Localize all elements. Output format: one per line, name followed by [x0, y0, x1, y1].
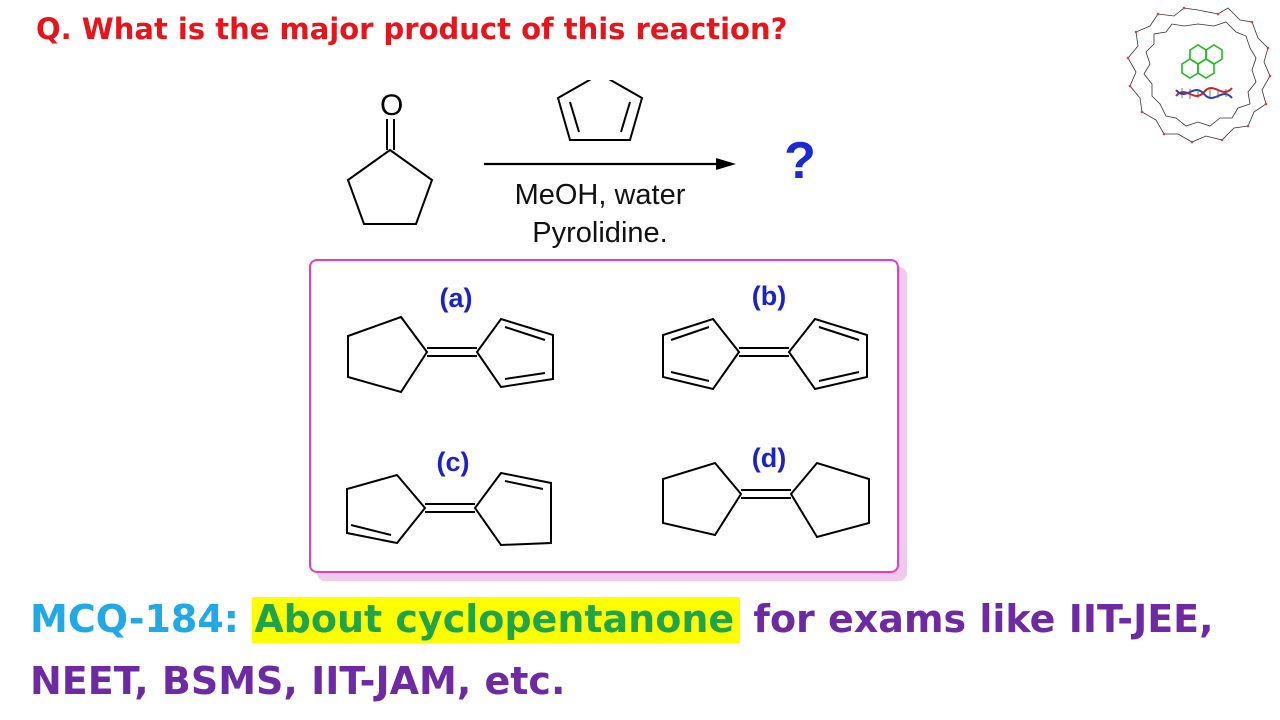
- reaction-scheme: O MeOH, water Pyrolidine. ?: [346, 80, 816, 249]
- video-caption: MCQ-184: About cyclopentanone for exams …: [30, 588, 1260, 712]
- caption-exams-part: for exams like IIT-JEE,: [753, 597, 1214, 641]
- cyclopentadiene-reagent: [556, 80, 644, 141]
- option-a[interactable]: (a): [347, 283, 554, 394]
- question-title: Q. What is the major product of this rea…: [36, 12, 788, 46]
- reaction-condition-solvent: MeOH, water: [515, 179, 686, 211]
- reaction-arrow: [484, 158, 736, 170]
- answer-options-box: (a) (b) (c): [309, 259, 899, 573]
- reaction-condition-catalyst: Pyrolidine.: [532, 217, 667, 249]
- channel-logo: [1126, 6, 1272, 144]
- caption-line-2: NEET, BSMS, IIT-JAM, etc.: [30, 659, 566, 703]
- cyclopentanone-structure: O: [346, 89, 434, 225]
- product-question-mark: ?: [784, 132, 816, 190]
- option-a-label: (a): [440, 283, 473, 313]
- oxygen-atom-label: O: [380, 89, 403, 122]
- mcq-number: MCQ-184:: [30, 597, 239, 641]
- option-b[interactable]: (b): [662, 281, 868, 391]
- option-d[interactable]: (d): [662, 443, 870, 539]
- topic-highlight: About cyclopentanone: [252, 597, 741, 643]
- option-b-label: (b): [752, 281, 786, 311]
- option-d-label: (d): [752, 443, 786, 473]
- caption-line-1: MCQ-184: About cyclopentanone for exams …: [30, 588, 1260, 650]
- option-c-label: (c): [437, 447, 470, 477]
- option-c[interactable]: (c): [346, 447, 552, 547]
